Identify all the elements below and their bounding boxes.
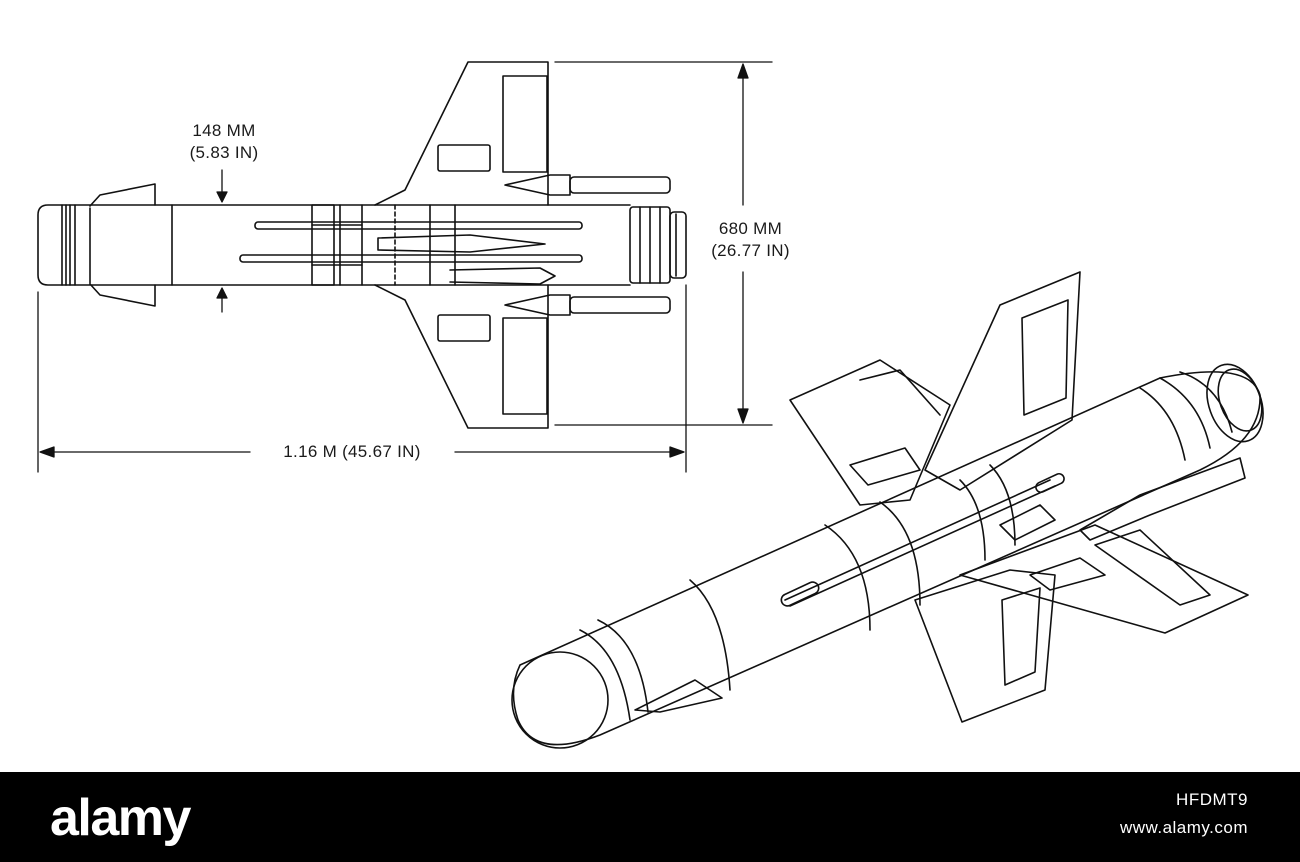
cable-rod-upper [254, 221, 583, 230]
technical-drawing: 148 MM (5.83 IN) 680 MM (26.77 IN) 1.16 … [37, 61, 1264, 749]
diameter-label-mm: 148 MM [192, 121, 256, 140]
wing-bottom [374, 284, 549, 429]
iso-nose-cap [511, 651, 609, 749]
image-id-text: HFDMT9 [1176, 790, 1248, 809]
cable-rod-lower [239, 254, 583, 263]
iso-body [512, 371, 1261, 746]
iso-fin-lower [914, 569, 1056, 723]
length-label: 1.16 M (45.67 IN) [283, 442, 421, 461]
missile-line-art [37, 61, 1264, 749]
missile-isometric-view [511, 271, 1264, 749]
actuator-lower [504, 294, 571, 316]
alamy-logo: alamy [50, 789, 191, 847]
site-url-text: www.alamy.com [1119, 818, 1248, 837]
iso-wing-right [959, 524, 1249, 634]
watermark-footer: alamy HFDMT9 www.alamy.com [0, 772, 1300, 862]
nose-cap [37, 204, 63, 286]
dimension-lines [37, 61, 773, 473]
diameter-label-in: (5.83 IN) [189, 143, 259, 162]
iso-fin-upper [924, 271, 1081, 491]
front-canard-lower [89, 283, 156, 307]
span-label-mm: 680 MM [718, 219, 783, 238]
actuator-upper [504, 174, 571, 196]
missile-top-view [37, 61, 687, 429]
iso-canard [634, 679, 723, 713]
front-canard-upper [89, 183, 156, 207]
span-label-in: (26.77 IN) [711, 241, 790, 260]
iso-wing-left [789, 359, 951, 506]
wing-top [374, 61, 549, 206]
